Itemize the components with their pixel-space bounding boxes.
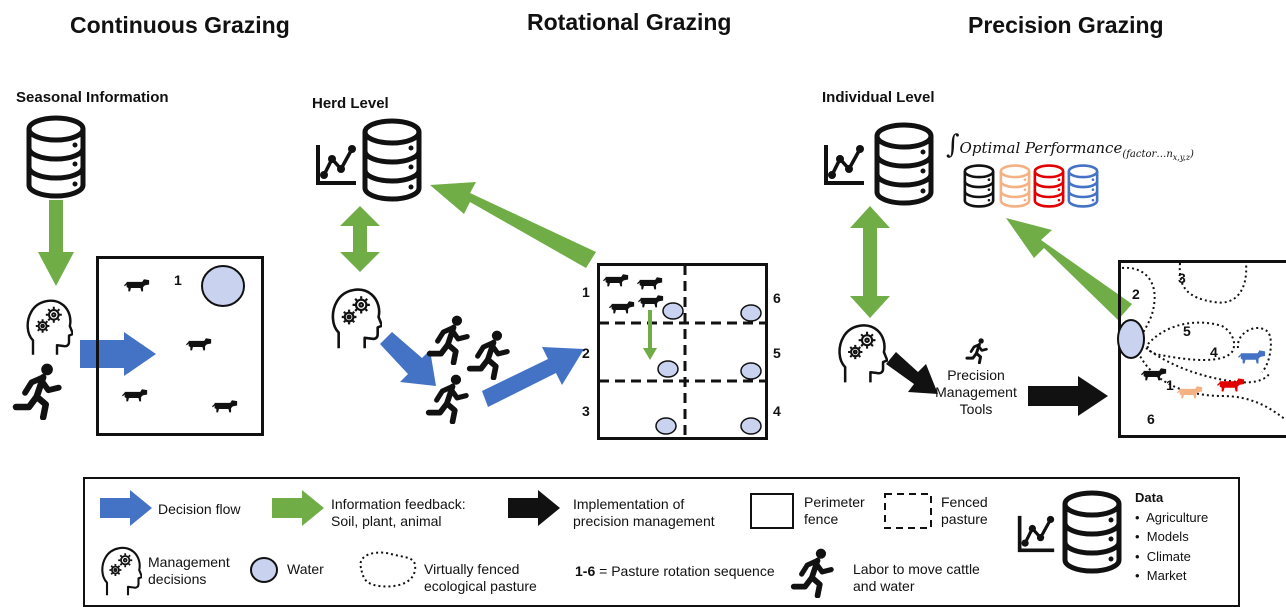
management-head-icon [331,288,382,350]
water-icon [740,304,762,322]
legend-green-arrow [272,490,324,526]
database-icon [362,118,422,202]
legend-information-feedback: Information feedback:Soil, plant, animal [331,496,466,529]
legend-virtual-fence-icon [359,551,417,588]
water-icon [201,265,245,307]
legend-perimeter-box [750,493,794,529]
cow-icon [122,389,148,402]
green-double-arrow [850,206,890,318]
blue-arrow-down-right [380,332,436,386]
cow-icon [124,279,150,292]
paddock-number: 1 [174,272,182,288]
green-arrow-feedback [430,182,596,268]
green-double-arrow [340,206,380,272]
green-arrow-feedback [1006,218,1132,320]
paddock-number: 6 [773,290,781,306]
cow-icon [609,301,635,314]
database-icon [874,122,934,206]
title-precision-grazing: Precision Grazing [968,12,1164,38]
legend-runner-icon [788,548,838,598]
green-arrow-down [38,200,74,286]
blue-arrow-right [80,332,156,376]
legend-fenced-box [884,493,932,529]
optimal-performance-formula: ∫Optimal Performance(factor…nx,y,z) [946,130,1194,162]
subtitle-seasonal-information: Seasonal Information [16,89,169,106]
blue-arrow-up-right [482,347,584,407]
runner-icon [12,363,64,420]
pasture-number: 3 [1178,270,1186,286]
paddock-number: 5 [773,345,781,361]
cow-icon [637,277,663,290]
water-icon [662,302,684,320]
paddock-number: 2 [582,345,590,361]
cow-icon [186,338,212,351]
runner-icon [965,338,988,364]
legend-blue-arrow [100,490,152,526]
legend-black-arrow [508,490,560,526]
green-arrow-small-down [643,310,657,360]
subtitle-individual-level: Individual Level [822,89,935,106]
cow-icon [212,400,238,413]
water-icon [657,360,679,378]
database-blue-icon [1067,164,1099,208]
paddock-number: 4 [773,403,781,419]
water-icon [740,362,762,380]
cow-icon [638,295,664,308]
water-icon [1117,319,1145,359]
management-head-icon [26,299,73,357]
paddock-number: 3 [582,403,590,419]
legend-water-icon [250,557,278,583]
database-red-icon [1033,164,1065,208]
cow-icon [603,274,629,287]
chart-icon [824,143,866,185]
legend-database-icon [1062,490,1122,574]
paddock-number: 1 [582,284,590,300]
black-arrow-right [886,352,938,394]
pasture-number: 4 [1210,344,1218,360]
chart-icon [316,143,358,185]
pasture-number: 1 [1166,377,1174,393]
legend-chart-icon [1017,514,1056,553]
cow-blue-icon [1238,350,1266,364]
title-rotational-grazing: Rotational Grazing [527,9,732,35]
rotational-paddock [597,263,768,440]
database-icon [26,115,86,199]
pasture-number: 6 [1147,411,1155,427]
title-continuous-grazing: Continuous Grazing [70,12,290,38]
legend-rotation-sequence: 1-6 = Pasture rotation sequence [575,563,775,579]
cow-orange-icon [1177,386,1203,399]
black-arrow-right [1028,376,1108,416]
cow-black-icon [1141,368,1167,381]
subtitle-herd-level: Herd Level [312,95,389,112]
legend-data-list: Data • Agriculture • Models • Climate • … [1135,490,1209,583]
legend-decision-flow: Decision flow [158,501,241,517]
continuous-paddock [96,256,264,436]
cow-red-icon [1217,378,1245,392]
water-icon [655,417,677,435]
database-orange-icon [999,164,1031,208]
legend-water: Water [287,561,324,577]
pasture-number: 2 [1132,286,1140,302]
management-head-icon [838,324,888,384]
database-black-icon [963,164,995,208]
legend-management-head-icon [101,546,142,597]
fenced-pasture-dividers [599,265,766,438]
runner-icon [425,374,471,424]
pasture-number: 5 [1183,323,1191,339]
water-icon [740,417,762,435]
